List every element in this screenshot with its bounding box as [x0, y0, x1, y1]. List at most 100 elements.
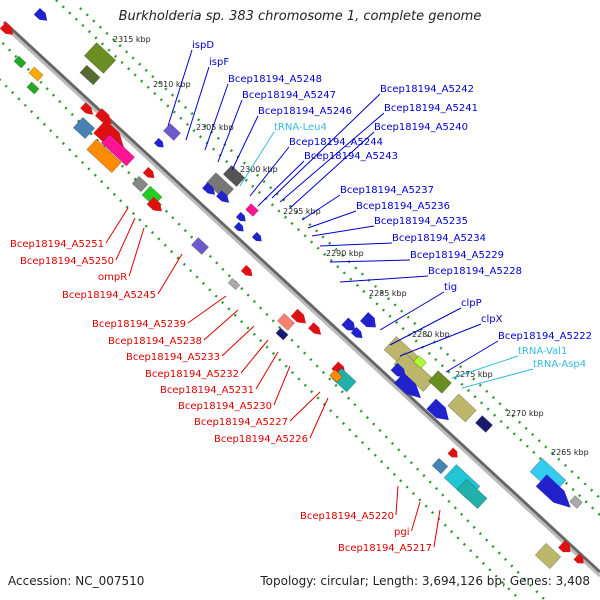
gene-label[interactable]: tRNA-Asp4	[533, 359, 586, 370]
gene-feature	[190, 237, 210, 255]
leader-line	[329, 259, 411, 263]
gene-label[interactable]: Bcep18194_A5231	[160, 385, 254, 396]
gene-label[interactable]: Bcep18194_A5222	[498, 331, 592, 342]
leader-line	[279, 112, 385, 203]
gene-label[interactable]: ompR	[98, 272, 127, 283]
gene-label[interactable]: pgi	[394, 527, 409, 538]
scale-label: 2295 kbp	[283, 207, 321, 216]
gene-label[interactable]: Bcep18194_A5232	[145, 369, 239, 380]
gene-feature	[235, 212, 246, 222]
leader-line	[307, 210, 357, 229]
leader-line	[319, 242, 393, 247]
gene-label[interactable]: ispF	[209, 57, 229, 68]
gene-label[interactable]: tRNA-Val1	[518, 346, 567, 357]
gene-feature	[447, 447, 458, 458]
leader-line	[204, 83, 229, 151]
topology-text: Topology: circular; Length: 3,694,126 bp…	[260, 574, 590, 588]
gene-label[interactable]: Bcep18194_A5246	[258, 106, 352, 117]
gene-label[interactable]: Bcep18194_A5235	[374, 216, 468, 227]
gene-feature	[534, 542, 562, 570]
gene-feature	[28, 66, 44, 82]
gene-label[interactable]: Bcep18194_A5241	[384, 103, 478, 114]
gene-feature	[83, 42, 117, 74]
leader-line	[167, 49, 193, 127]
gene-label[interactable]: Bcep18194_A5251	[10, 239, 104, 250]
gene-feature	[240, 264, 253, 277]
scale-label: 2300 kbp	[240, 165, 278, 174]
gene-feature	[227, 277, 241, 291]
leader-line	[451, 355, 519, 379]
gene-label[interactable]: Bcep18194_A5236	[356, 201, 450, 212]
gene-feature	[431, 457, 449, 475]
gene-feature	[569, 495, 583, 509]
gene-label[interactable]: Bcep18194_A5234	[392, 233, 486, 244]
gene-feature	[205, 172, 235, 200]
leader-line	[185, 66, 210, 141]
gene-label[interactable]: Bcep18194_A5239	[92, 319, 186, 330]
gene-feature	[162, 123, 182, 141]
leader-line	[128, 227, 145, 277]
gene-label[interactable]: Bcep18194_A5229	[410, 250, 504, 261]
leader-line	[399, 323, 482, 357]
gene-feature	[394, 372, 422, 399]
gene-feature	[413, 355, 427, 369]
gene-feature	[131, 175, 149, 193]
gene-label[interactable]: clpX	[481, 314, 503, 325]
leader-line	[273, 365, 291, 406]
gene-label[interactable]: Bcep18194_A5230	[178, 401, 272, 412]
gene-label[interactable]: tRNA-Leu4	[274, 122, 327, 133]
map-title: Burkholderia sp. 383 chromosome 1, compl…	[118, 9, 482, 24]
leader-line	[339, 275, 429, 283]
gene-label[interactable]: Bcep18194_A5233	[126, 352, 220, 363]
leader-line	[309, 397, 329, 439]
gene-feature	[13, 55, 27, 69]
gene-label[interactable]: Bcep18194_A5227	[194, 417, 288, 428]
leader-line	[203, 309, 239, 341]
scale-label: 2265 kbp	[551, 448, 589, 457]
gene-label[interactable]: Bcep18194_A5238	[108, 336, 202, 347]
gene-feature	[329, 369, 343, 383]
leader-line	[105, 207, 129, 244]
gene-label[interactable]: Bcep18194_A5217	[338, 543, 432, 554]
leader-line	[257, 160, 305, 207]
leader-line	[187, 295, 227, 324]
gene-feature	[456, 478, 488, 510]
gene-label[interactable]: Bcep18194_A5243	[304, 151, 398, 162]
leader-line	[389, 307, 462, 346]
gene-label[interactable]: Bcep18194_A5248	[228, 74, 322, 85]
accession-text: Accession: NC_007510	[8, 574, 145, 588]
gene-feature	[142, 166, 155, 179]
gene-feature	[558, 540, 571, 553]
leader-line	[240, 339, 269, 374]
gene-feature	[290, 308, 306, 324]
gene-feature	[245, 203, 259, 217]
leader-line	[433, 509, 441, 548]
gene-label[interactable]: Bcep18194_A5237	[340, 185, 434, 196]
gene-label[interactable]: Bcep18194_A5228	[428, 266, 522, 277]
gene-feature	[216, 190, 230, 203]
gene-label[interactable]: Bcep18194_A5242	[380, 84, 474, 95]
gene-label[interactable]: Bcep18194_A5245	[62, 290, 156, 301]
scale-label: 2285 kbp	[369, 289, 407, 298]
gene-label[interactable]: Bcep18194_A5226	[214, 434, 308, 445]
gene-label[interactable]: Bcep18194_A5244	[289, 137, 383, 148]
gene-labels: ispDispFBcep18194_A5248Bcep18194_A5247Bc…	[10, 40, 592, 554]
gene-label[interactable]: tig	[444, 282, 457, 293]
gene-label[interactable]: Bcep18194_A5240	[374, 122, 468, 133]
gene-feature	[447, 393, 477, 423]
gene-feature	[72, 116, 96, 140]
gene-label[interactable]: Bcep18194_A5220	[300, 511, 394, 522]
leader-line	[231, 115, 259, 171]
gene-label[interactable]: Bcep18194_A5250	[20, 256, 114, 267]
scale-label: 2290 kbp	[326, 249, 364, 258]
gene-feature	[0, 21, 14, 35]
gene-label[interactable]: Bcep18194_A5247	[242, 90, 336, 101]
gene-label[interactable]: clpP	[461, 298, 482, 309]
leader-line	[255, 351, 279, 390]
gene-feature	[350, 326, 363, 339]
gene-feature	[26, 81, 40, 95]
gene-feature	[79, 64, 101, 86]
gene-label[interactable]: ispD	[192, 40, 214, 51]
